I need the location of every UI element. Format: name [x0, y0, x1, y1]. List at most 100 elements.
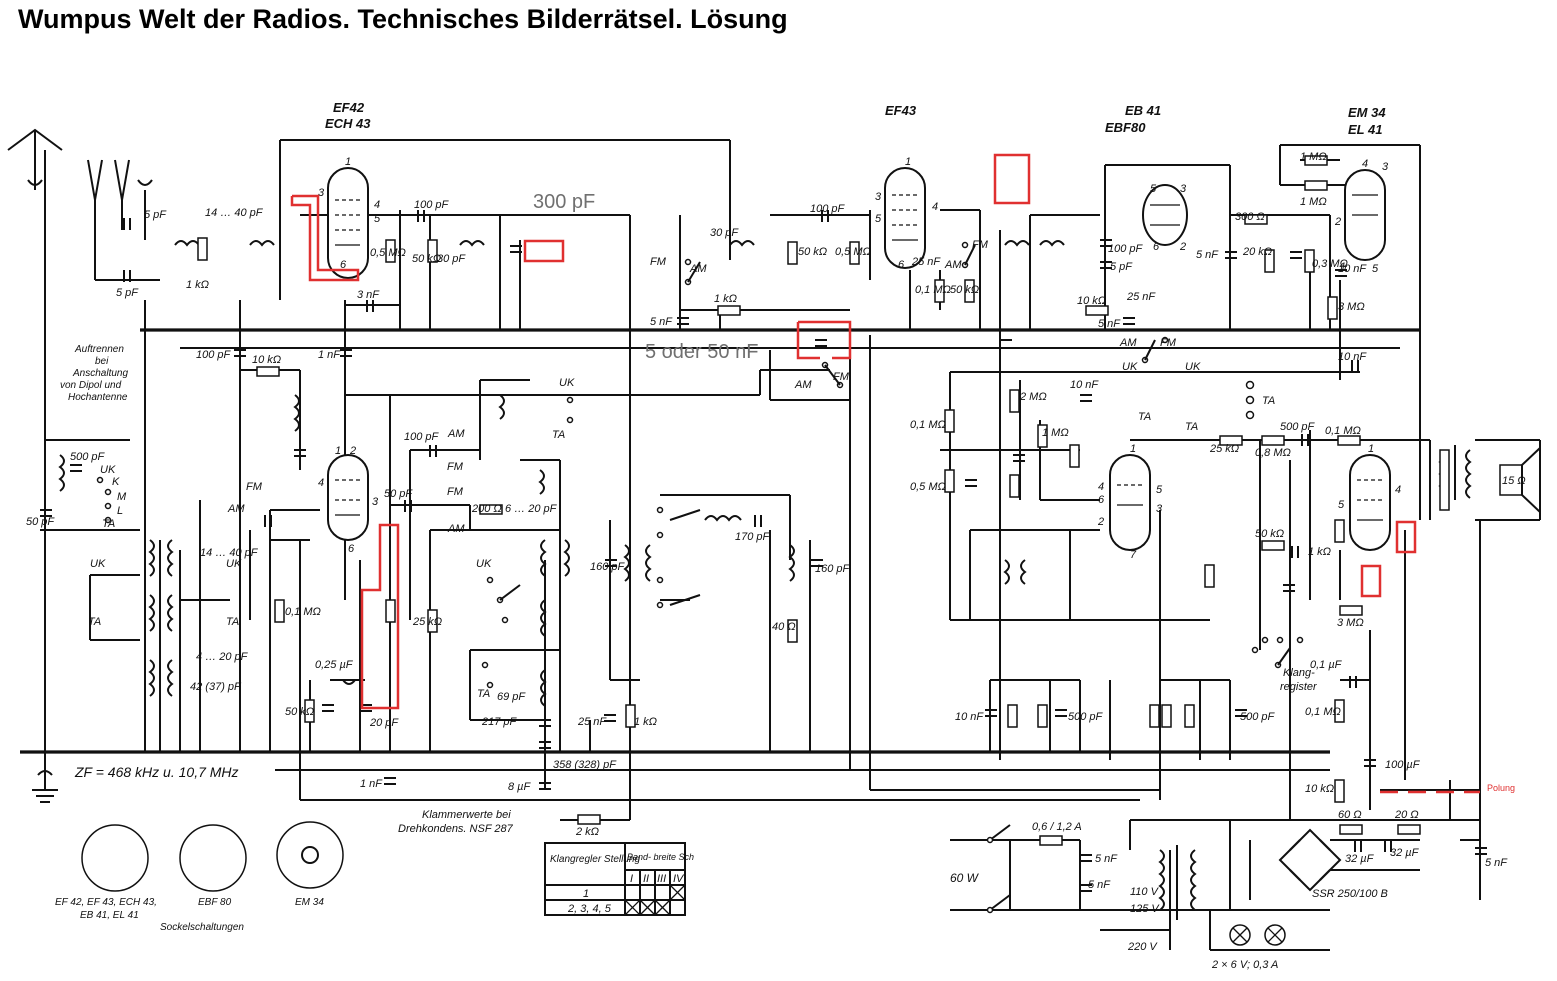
label-c27: 8 µF: [508, 781, 532, 793]
svg-text:1: 1: [345, 156, 351, 168]
label-uk-1: UK: [1122, 361, 1138, 373]
label-r4: 10 kΩ: [252, 354, 281, 366]
label-c35: 358 (328) pF: [553, 759, 617, 771]
svg-text:4: 4: [1395, 484, 1401, 496]
table-row-2: 2, 3, 4, 5: [567, 903, 612, 915]
resistors: [197, 155, 1450, 846]
label-r17: 1 MΩ: [1300, 196, 1327, 208]
label-r6b: 50 kΩ: [285, 706, 314, 718]
label-r10: 0,5 MΩ: [835, 246, 871, 258]
svg-text:6: 6: [1153, 241, 1160, 253]
label-r30: 60 Ω: [1338, 809, 1362, 821]
rectifier-bridge: [1278, 828, 1342, 892]
table-sub-1: I: [630, 873, 633, 885]
label-c10: 5 nF: [650, 316, 673, 328]
label-c23: 170 pF: [735, 531, 771, 543]
switch-contacts: [96, 241, 1304, 689]
label-r25: 0,1 MΩ: [1325, 425, 1361, 437]
bandwidth-table: Klangregler Stellung Band- breite Sch I …: [544, 842, 694, 916]
note-line-1: Klammerwerte bei: [422, 809, 511, 821]
label-uk-5: UK: [226, 558, 242, 570]
antenna-note-1: Auftrennen: [74, 344, 124, 355]
tube-label-eb41: EB 41: [1125, 103, 1161, 118]
antenna-note-4: von Dipol und: [60, 380, 122, 391]
svg-text:4: 4: [374, 199, 380, 211]
wiring: [20, 139, 1541, 951]
svg-text:4: 4: [932, 201, 938, 213]
svg-text:5: 5: [1372, 263, 1379, 275]
label-c13: 25 nF: [1126, 291, 1156, 303]
label-ta-4: TA: [102, 518, 115, 530]
svg-text:2: 2: [1097, 516, 1104, 528]
svg-text:1: 1: [1340, 261, 1346, 273]
svg-text:1: 1: [1130, 443, 1136, 455]
label-r18: 3 MΩ: [1338, 301, 1365, 313]
label-r6: 50 kΩ: [798, 246, 827, 258]
svg-text:3: 3: [1180, 183, 1187, 195]
capacitors: [40, 210, 1487, 892]
general-labels: ZF = 468 kHz u. 10,7 MHz Klammerwerte be…: [60, 344, 1388, 971]
label-r5: 0,1 MΩ: [285, 606, 321, 618]
label-c40: 10 nF: [955, 711, 984, 723]
label-c24: 160 pF: [590, 561, 626, 573]
label-c6: 3 nF: [357, 289, 380, 301]
label-r26: 50 kΩ: [1255, 528, 1284, 540]
label-r34: 1 kΩ: [634, 716, 657, 728]
svg-text:1: 1: [1368, 443, 1374, 455]
label-uk-2: UK: [1185, 361, 1201, 373]
label-ta-8: TA: [477, 688, 490, 700]
label-uk-7: UK: [476, 558, 492, 570]
label-fm-5: FM: [246, 481, 263, 493]
socket-label-3: EM 34: [295, 897, 324, 908]
tone-register-2: register: [1280, 681, 1318, 693]
speaker-impedance: 15 Ω: [1502, 475, 1526, 487]
label-r14: 20 kΩ: [1242, 246, 1272, 258]
label-c47: 5 nF: [1088, 879, 1111, 891]
voltage-110: 110 V: [1130, 886, 1160, 898]
label-r22: 2 MΩ: [1019, 391, 1047, 403]
tube-el41: 15 42: [1337, 443, 1401, 551]
mains-switches: [986, 824, 1011, 914]
label-c29: 0,25 µF: [315, 659, 354, 671]
tube-sockets: EF 42, EF 43, ECH 43, EB 41, EL 41 EBF 8…: [55, 821, 344, 933]
highlight-30pf: [523, 239, 565, 263]
label-c17: 5 nF: [1196, 249, 1219, 261]
svg-text:2: 2: [349, 445, 356, 457]
switch-labels: FM AM AM FM AM FM AM FM UK UK TA TA TA U…: [88, 239, 1275, 700]
label-r31: 20 Ω: [1394, 809, 1419, 821]
label-ta-3: TA: [1262, 395, 1275, 407]
label-c2: 5 pF: [116, 287, 139, 299]
label-c41: 500 pF: [1240, 711, 1276, 723]
label-k: K: [112, 476, 120, 488]
label-c34: 4 … 20 pF: [196, 651, 249, 663]
label-am-6: AM: [447, 428, 465, 440]
highlight-50k-bar: [360, 523, 400, 710]
antenna-symbols: [7, 128, 153, 803]
speaker-icon: 15 Ω: [1499, 445, 1541, 515]
label-c48: 50 pF: [26, 516, 55, 528]
table-sub-4: IV: [673, 873, 685, 885]
label-fm-1: FM: [650, 256, 667, 268]
label-c38: 5 nF: [1485, 857, 1508, 869]
voltage-220: 220 V: [1127, 941, 1158, 953]
label-ta-7: TA: [552, 429, 565, 441]
highlight-ech43-grid: [290, 194, 360, 282]
tube-ech43: 13 45 6: [318, 156, 381, 279]
label-c3: 14 … 40 pF: [205, 207, 264, 219]
svg-text:4: 4: [1098, 481, 1104, 493]
label-c1: 5 pF: [144, 209, 167, 221]
label-c5: 30 pF: [437, 253, 466, 265]
tube-ef43: 13 54 6: [875, 156, 938, 271]
antenna-note-3: Anschaltung: [72, 368, 128, 379]
label-c36: 32 µF: [1345, 853, 1375, 865]
tube-label-ech43: ECH 43: [325, 116, 371, 131]
label-c39: 500 pF: [70, 451, 106, 463]
label-r19: 10 kΩ: [1077, 295, 1106, 307]
svg-text:5: 5: [1338, 499, 1345, 511]
highlight-5-50nf-left: [796, 322, 820, 360]
label-c43: 100 µF: [1385, 759, 1421, 771]
svg-text:3: 3: [372, 496, 379, 508]
svg-text:6: 6: [340, 259, 347, 271]
